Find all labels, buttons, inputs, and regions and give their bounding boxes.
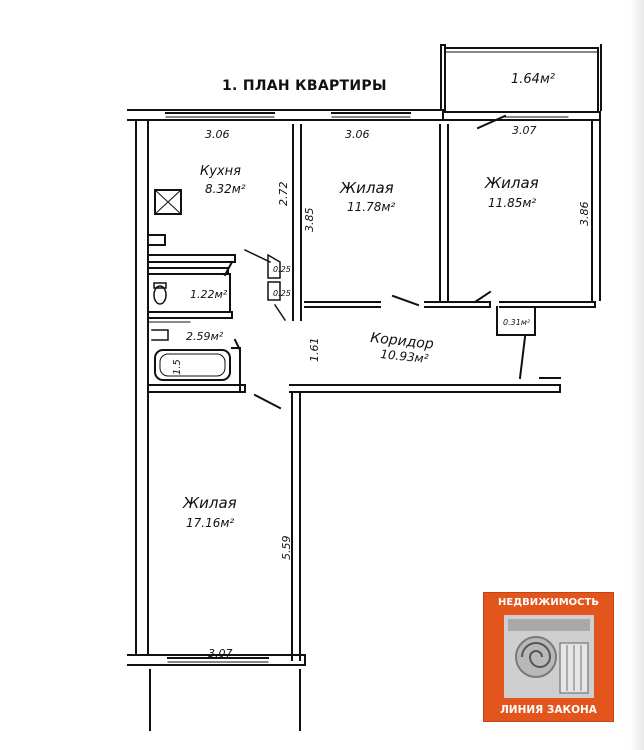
wall-kitchen-bottom	[147, 254, 236, 263]
dim-niche-b: 0.25	[273, 289, 291, 298]
toilet-symbol	[153, 285, 167, 305]
wall-living1-living2	[439, 124, 449, 301]
corridor-name: Коридор	[370, 330, 435, 353]
dim-kitchen-width: 3.06	[205, 128, 230, 141]
dim-living1-width: 3.06	[345, 128, 370, 141]
balcony-outline	[440, 44, 602, 111]
dim-bath-length: 1.5	[172, 359, 183, 375]
outer-wall-top	[127, 109, 444, 121]
living2-name: Жилая	[484, 174, 539, 192]
dim-living3-depth: 5.59	[280, 536, 293, 561]
wall-living3-right	[291, 391, 301, 661]
closet-outline	[496, 306, 536, 336]
dim-corridor-width: 1.61	[308, 338, 321, 363]
logo-top-text: НЕДВИЖИМОСТЬ	[498, 597, 599, 608]
outer-wall-left	[135, 119, 149, 656]
dim-niche-a: 0.25	[273, 265, 291, 274]
scan-right-edge	[630, 0, 644, 750]
wall-kitchen-living1	[292, 124, 302, 321]
wall-corridor-bottom	[289, 384, 561, 393]
bathtub-symbol	[154, 349, 231, 381]
outer-wall-bottom	[127, 654, 306, 666]
stove-symbol	[154, 189, 182, 215]
sink-symbol	[149, 234, 166, 246]
closet-area: 0.31м²	[503, 318, 531, 327]
corridor-area: 10.93м²	[380, 347, 430, 366]
outer-wall-right	[591, 119, 601, 301]
column-capital-icon	[504, 615, 594, 698]
kitchen-area: 8.32м²	[205, 182, 246, 196]
logo-bottom-text: ЛИНИЯ ЗАКОНА	[500, 704, 597, 716]
plan-title: 1. ПЛАН КВАРТИРЫ	[222, 78, 387, 94]
wc-area: 1.22м²	[190, 288, 228, 301]
living1-name: Жилая	[339, 179, 394, 197]
dim-living1-depth: 3.85	[303, 208, 316, 233]
kitchen-name: Кухня	[200, 164, 241, 179]
dim-kitchen-depth: 2.72	[277, 182, 290, 207]
logo-badge: НЕДВИЖИМОСТЬ ЛИНИЯ ЗАКОНА	[483, 592, 614, 722]
dim-living2-width: 3.07	[512, 124, 537, 137]
dim-living2-depth: 3.86	[578, 202, 591, 227]
living2-area: 11.85м²	[488, 196, 536, 210]
wall-wc-bath	[147, 311, 233, 319]
living1-area: 11.78м²	[347, 200, 395, 214]
living3-area: 17.16м²	[186, 516, 234, 530]
balcony-area: 1.64м²	[511, 72, 555, 87]
living3-name: Жилая	[182, 494, 237, 512]
dim-living3-width: 3.07	[208, 647, 233, 660]
bath-area: 2.59м²	[186, 330, 224, 343]
